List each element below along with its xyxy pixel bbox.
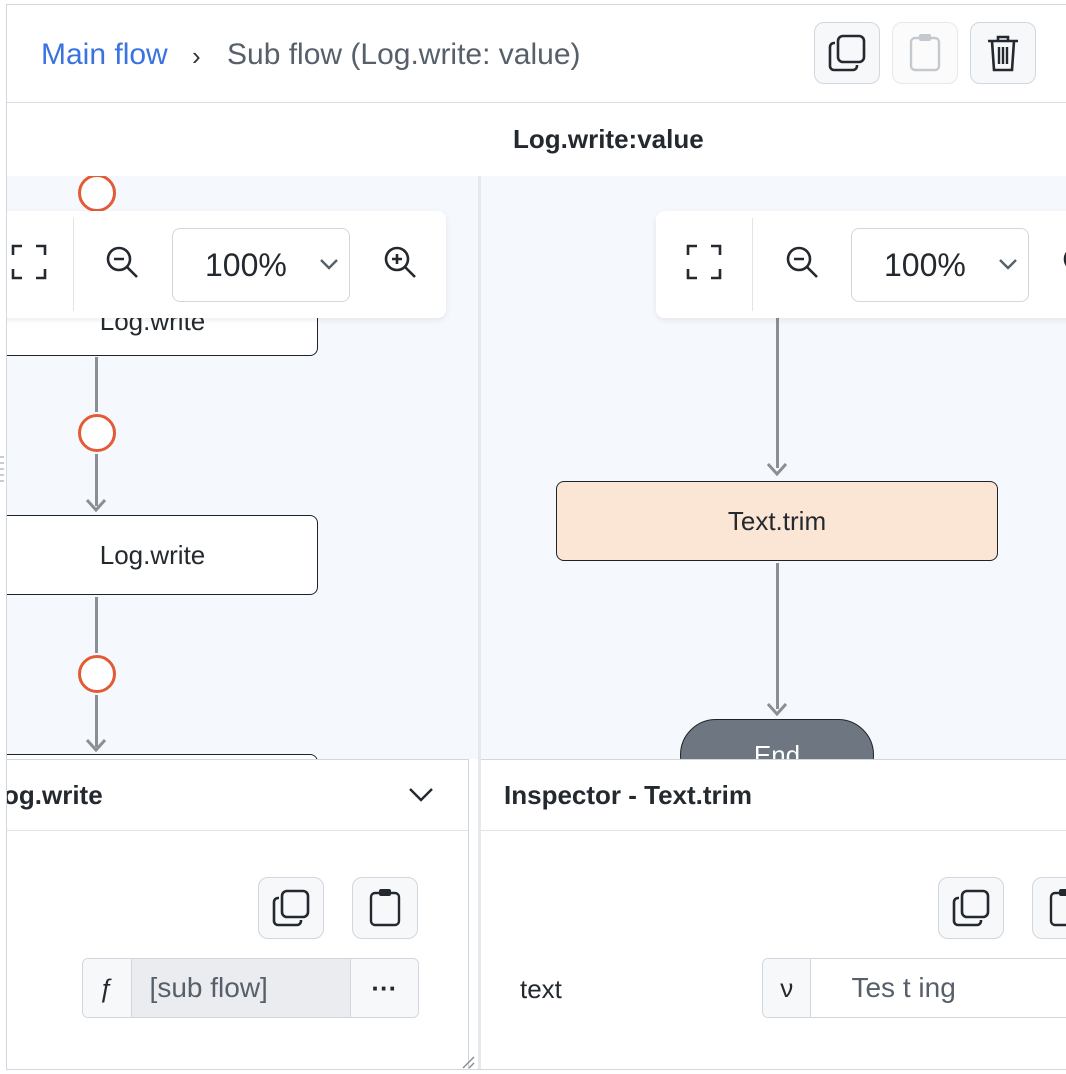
fit-view-icon[interactable] — [686, 244, 722, 280]
resize-handle-icon[interactable] — [460, 1054, 476, 1070]
node-panel-title: og.write — [6, 780, 103, 810]
zoom-value: 100% — [205, 247, 287, 283]
zoom-toolbar: 100% — [7, 211, 446, 318]
inspector-panel: Inspector - Text.trim text ν Tes t ing — [481, 759, 1066, 1069]
main-flow-canvas[interactable]: Log.write Log.write 100% — [7, 176, 478, 759]
flow-edge — [95, 357, 98, 412]
arrow-head — [766, 462, 788, 477]
paste-button[interactable] — [1032, 877, 1066, 939]
toolbar-divider — [752, 218, 753, 311]
zoom-select[interactable]: 100% — [172, 228, 350, 302]
pane-divider[interactable] — [478, 176, 481, 1069]
clipboard-icon — [909, 34, 941, 72]
copy-button[interactable] — [258, 877, 324, 939]
node-panel-header[interactable]: og.write — [7, 760, 468, 831]
node-label: Text.trim — [727, 505, 827, 536]
clipboard-icon — [369, 889, 401, 927]
editor-window: Main flow › Sub flow (Log.write: value) — [6, 4, 1066, 1070]
flow-edge — [95, 695, 98, 747]
breadcrumb-main-flow[interactable]: Main flow — [41, 38, 168, 71]
node-label: Log.write — [99, 539, 206, 570]
zoom-out-icon[interactable] — [784, 244, 820, 280]
text-field-label: text — [520, 974, 562, 1004]
zoom-toolbar: 100% — [656, 211, 1066, 318]
delete-button[interactable] — [970, 22, 1036, 84]
trash-icon — [988, 35, 1018, 72]
function-type-toggle[interactable]: ƒ — [83, 959, 132, 1017]
flow-edge — [95, 597, 98, 653]
arrow-head — [85, 498, 107, 513]
flow-edge — [776, 563, 779, 709]
connector-port[interactable] — [78, 414, 116, 452]
node-panel: og.write ƒ [sub flow] ··· — [7, 759, 475, 1069]
fit-view-icon[interactable] — [11, 244, 47, 280]
subflow-title-bar: Log.write:value — [7, 103, 1066, 175]
zoom-in-icon[interactable] — [382, 244, 418, 280]
breadcrumb-sub-flow: Sub flow (Log.write: value) — [227, 38, 581, 71]
chevron-down-icon — [999, 259, 1017, 270]
chevron-down-icon — [320, 259, 338, 270]
drag-grip-icon[interactable] — [0, 455, 4, 485]
paste-button[interactable] — [352, 877, 418, 939]
zoom-in-icon[interactable] — [1061, 244, 1066, 280]
flow-edge — [95, 454, 98, 506]
subflow-title: Log.write:value — [513, 124, 704, 154]
subflow-canvas[interactable]: Text.trim End 100% — [481, 176, 1066, 759]
text-field[interactable]: ν Tes t ing — [762, 958, 1066, 1018]
text-trim-node[interactable]: Text.trim — [556, 481, 998, 561]
breadcrumb-separator: › — [192, 41, 201, 71]
header-bar: Main flow › Sub flow (Log.write: value) — [7, 5, 1066, 103]
more-options-button[interactable]: ··· — [349, 959, 418, 1017]
zoom-value: 100% — [884, 247, 966, 283]
node-label: End — [753, 740, 801, 759]
inspector-header: Inspector - Text.trim — [481, 760, 1066, 831]
inspector-title: Inspector - Text.trim — [504, 780, 753, 810]
connector-port[interactable] — [78, 655, 116, 693]
copy-button[interactable] — [814, 22, 880, 84]
arrow-head — [766, 702, 788, 717]
flow-node[interactable]: Log.write — [7, 515, 318, 595]
copy-icon — [828, 34, 866, 72]
value-type-toggle[interactable]: ν — [763, 959, 812, 1017]
zoom-out-icon[interactable] — [104, 244, 140, 280]
copy-icon — [952, 889, 990, 927]
copy-button[interactable] — [938, 877, 1004, 939]
end-node[interactable]: End — [680, 719, 874, 759]
zoom-select[interactable]: 100% — [851, 228, 1029, 302]
copy-icon — [272, 889, 310, 927]
clipboard-icon — [1049, 889, 1066, 927]
arrow-head — [85, 738, 107, 753]
toolbar-divider — [73, 218, 74, 311]
chevron-down-icon[interactable] — [407, 786, 435, 804]
paste-button[interactable] — [892, 22, 958, 84]
subflow-field[interactable]: ƒ [sub flow] ··· — [82, 958, 419, 1018]
connector-port[interactable] — [78, 176, 116, 212]
subflow-value[interactable]: [sub flow] — [131, 959, 350, 1017]
flow-edge — [776, 316, 779, 468]
text-value-input[interactable]: Tes t ing — [851, 972, 956, 1003]
